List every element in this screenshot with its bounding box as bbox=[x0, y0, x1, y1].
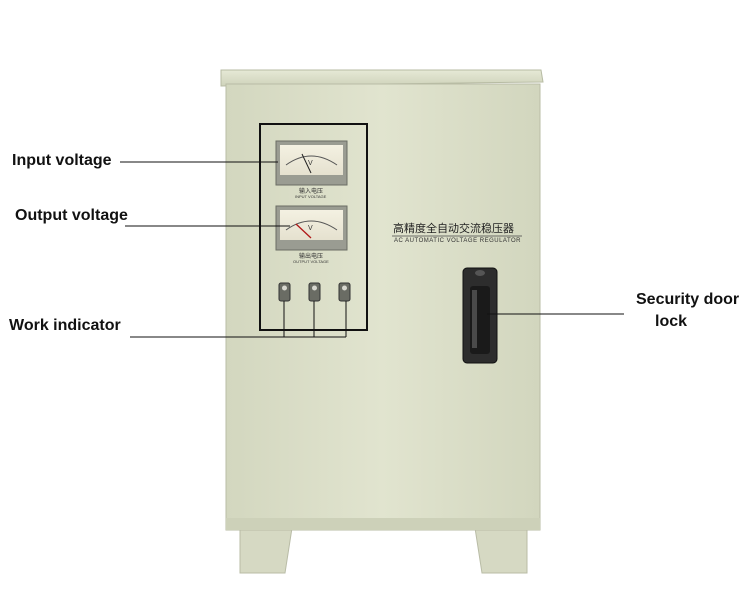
door-lock bbox=[462, 267, 498, 364]
cabinet-right-leg bbox=[474, 527, 528, 574]
cabinet-top-lid bbox=[220, 69, 544, 87]
work-indicator-label: Work indicator bbox=[9, 317, 121, 334]
security-door-label-line1: Security door bbox=[636, 291, 740, 308]
callout-lines bbox=[120, 161, 624, 338]
output-voltage-label: Output voltage bbox=[15, 207, 128, 224]
input-meter-label-en: INPUT VOLTAGE bbox=[295, 194, 327, 199]
input-meter-label-cn: 输入电压 bbox=[299, 188, 324, 195]
output-voltage-meter bbox=[275, 205, 348, 251]
input-voltage-meter bbox=[275, 140, 348, 186]
output-meter-unit: V bbox=[308, 225, 313, 232]
input-meter-unit: V bbox=[308, 160, 313, 167]
nameplate-chinese: 高精度全自动交流稳压器 bbox=[393, 222, 514, 235]
security-door-label-line2: lock bbox=[655, 313, 688, 330]
indicator-lamps bbox=[278, 282, 351, 302]
input-voltage-label: Input voltage bbox=[12, 152, 112, 169]
output-meter-label-en: OUTPUT VOLTAGE bbox=[293, 259, 329, 264]
cabinet-left-leg bbox=[239, 527, 293, 574]
nameplate-english: AC AUTOMATIC VOLTAGE REGULATOR bbox=[394, 238, 522, 244]
output-meter-label-cn: 输出电压 bbox=[299, 253, 324, 260]
